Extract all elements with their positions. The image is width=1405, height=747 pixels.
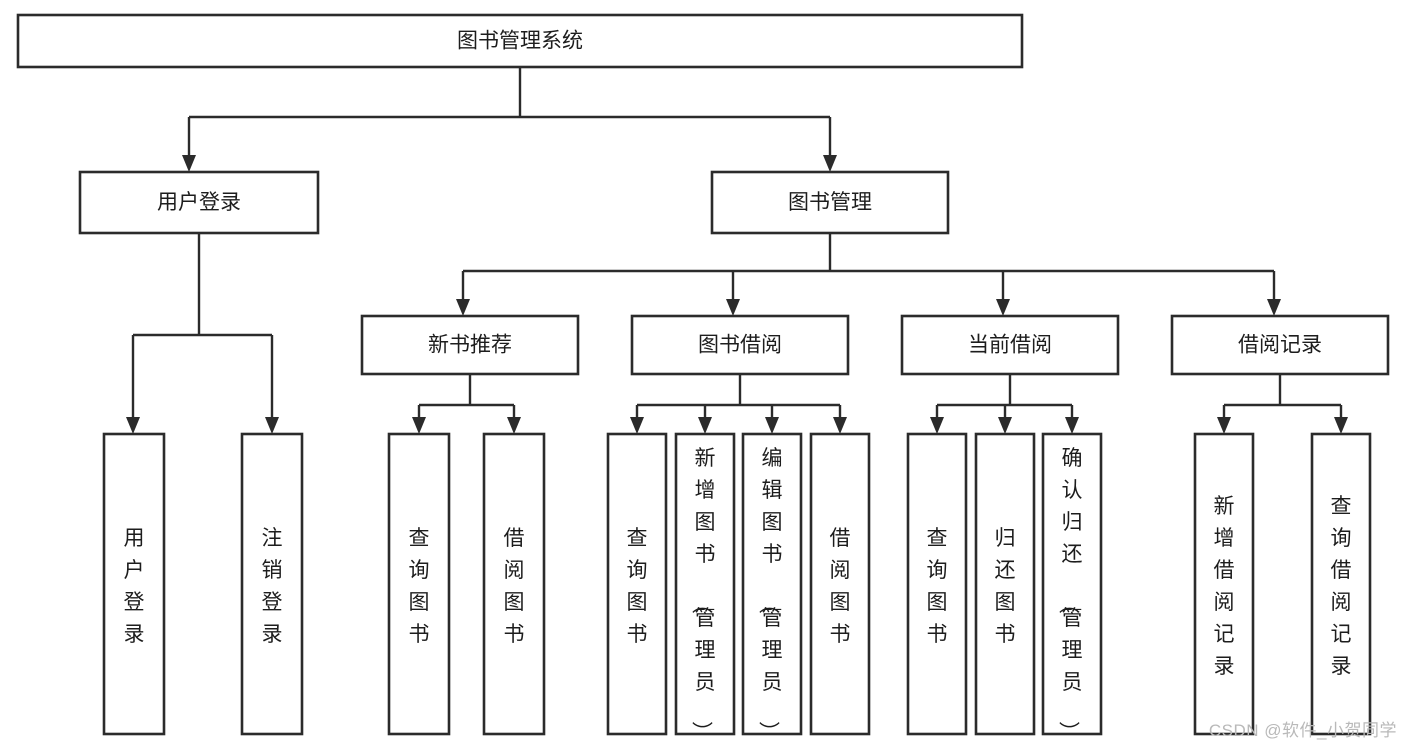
node-current-borrow-rect xyxy=(900,314,1120,376)
node-leaf-user-login[interactable]: 用户登录 xyxy=(102,432,166,736)
node-book-management[interactable]: 图书管理 xyxy=(710,170,950,235)
connector-layer xyxy=(126,67,1348,434)
node-user-login[interactable]: 用户登录 xyxy=(78,170,320,235)
node-leaf-confirm-return-rect xyxy=(1041,432,1103,736)
node-user-login-label: 用户登录 xyxy=(157,191,241,214)
book-management-to-level3-arrow-0 xyxy=(456,299,470,316)
node-root-system-rect xyxy=(16,13,1024,69)
current-borrow-to-leaves-arrow-1 xyxy=(998,417,1012,434)
node-leaf-user-login-label: 用户登录 xyxy=(124,527,145,646)
new-book-recommend-to-leaves-arrow-0 xyxy=(412,417,426,434)
book-management-to-level3-arrow-2 xyxy=(996,299,1010,316)
node-leaf-borrow-book-1-rect xyxy=(482,432,546,736)
node-leaf-query-book-3-rect xyxy=(906,432,968,736)
current-borrow-to-leaves-arrow-2 xyxy=(1065,417,1079,434)
node-user-login-rect xyxy=(78,170,320,235)
root-to-level2-arrow-0 xyxy=(182,155,196,172)
node-leaf-edit-book-label: 编辑图书（管理员） xyxy=(757,447,783,742)
node-leaf-add-borrow-record-rect xyxy=(1193,432,1255,736)
node-new-book-recommend-label: 新书推荐 xyxy=(428,334,512,357)
node-book-management-label: 图书管理 xyxy=(788,191,872,214)
node-leaf-query-book-1-rect xyxy=(387,432,451,736)
node-current-borrow-label: 当前借阅 xyxy=(968,334,1052,357)
node-leaf-edit-book[interactable]: 编辑图书（管理员） xyxy=(741,432,803,742)
node-book-management-rect xyxy=(710,170,950,235)
node-root-system-label: 图书管理系统 xyxy=(457,30,583,53)
node-leaf-add-book-rect xyxy=(674,432,736,736)
node-new-book-recommend[interactable]: 新书推荐 xyxy=(360,314,580,376)
user-login-to-leaves-arrow-1 xyxy=(265,417,279,434)
node-leaf-add-borrow-record-label: 新增借阅记录 xyxy=(1214,495,1235,678)
node-leaf-borrow-book-1[interactable]: 借阅图书 xyxy=(482,432,546,736)
book-borrow-to-leaves-arrow-0 xyxy=(630,417,644,434)
root-to-level2-arrow-1 xyxy=(823,155,837,172)
book-borrow-to-leaves-arrow-2 xyxy=(765,417,779,434)
node-book-borrow-rect xyxy=(630,314,850,376)
node-borrow-record[interactable]: 借阅记录 xyxy=(1170,314,1390,376)
node-leaf-borrow-book-2[interactable]: 借阅图书 xyxy=(809,432,871,736)
book-management-to-level3-arrow-3 xyxy=(1267,299,1281,316)
node-leaf-return-book-label: 归还图书 xyxy=(995,527,1016,646)
node-leaf-borrow-book-1-label: 借阅图书 xyxy=(504,527,525,646)
node-leaf-query-book-2-label: 查询图书 xyxy=(627,527,648,646)
node-leaf-add-book-label: 新增图书（管理员） xyxy=(690,447,716,742)
node-leaf-borrow-book-2-rect xyxy=(809,432,871,736)
node-leaf-query-book-1[interactable]: 查询图书 xyxy=(387,432,451,736)
node-leaf-user-login-rect xyxy=(102,432,166,736)
node-leaf-borrow-book-2-label: 借阅图书 xyxy=(830,527,851,646)
borrow-record-to-leaves-arrow-1 xyxy=(1334,417,1348,434)
node-leaf-query-book-1-label: 查询图书 xyxy=(409,527,430,646)
node-leaf-confirm-return[interactable]: 确认归还（管理员） xyxy=(1041,432,1103,742)
node-layer: 图书管理系统用户登录图书管理新书推荐图书借阅当前借阅借阅记录用户登录注销登录查询… xyxy=(16,13,1390,742)
user-login-to-leaves-arrow-0 xyxy=(126,417,140,434)
node-leaf-query-borrow-record[interactable]: 查询借阅记录 xyxy=(1310,432,1372,736)
current-borrow-to-leaves-arrow-0 xyxy=(930,417,944,434)
node-leaf-return-book[interactable]: 归还图书 xyxy=(974,432,1036,736)
node-leaf-query-book-3[interactable]: 查询图书 xyxy=(906,432,968,736)
node-leaf-add-book[interactable]: 新增图书（管理员） xyxy=(674,432,736,742)
node-borrow-record-label: 借阅记录 xyxy=(1238,334,1322,357)
node-leaf-edit-book-rect xyxy=(741,432,803,736)
node-root-system[interactable]: 图书管理系统 xyxy=(16,13,1024,69)
node-leaf-return-book-rect xyxy=(974,432,1036,736)
book-borrow-to-leaves-arrow-3 xyxy=(833,417,847,434)
book-borrow-to-leaves-arrow-1 xyxy=(698,417,712,434)
node-leaf-add-borrow-record[interactable]: 新增借阅记录 xyxy=(1193,432,1255,736)
borrow-record-to-leaves-arrow-0 xyxy=(1217,417,1231,434)
node-leaf-query-book-3-label: 查询图书 xyxy=(927,527,948,646)
node-leaf-confirm-return-label: 确认归还（管理员） xyxy=(1057,447,1083,742)
new-book-recommend-to-leaves-arrow-1 xyxy=(507,417,521,434)
node-new-book-recommend-rect xyxy=(360,314,580,376)
node-leaf-query-borrow-record-rect xyxy=(1310,432,1372,736)
node-leaf-query-book-2-rect xyxy=(606,432,668,736)
node-leaf-logout-login[interactable]: 注销登录 xyxy=(240,432,304,736)
node-leaf-query-borrow-record-label: 查询借阅记录 xyxy=(1331,495,1352,678)
node-book-borrow[interactable]: 图书借阅 xyxy=(630,314,850,376)
node-leaf-logout-login-label: 注销登录 xyxy=(262,527,283,646)
book-management-to-level3-arrow-1 xyxy=(726,299,740,316)
node-leaf-logout-login-rect xyxy=(240,432,304,736)
node-current-borrow[interactable]: 当前借阅 xyxy=(900,314,1120,376)
node-book-borrow-label: 图书借阅 xyxy=(698,334,782,357)
node-borrow-record-rect xyxy=(1170,314,1390,376)
node-leaf-query-book-2[interactable]: 查询图书 xyxy=(606,432,668,736)
